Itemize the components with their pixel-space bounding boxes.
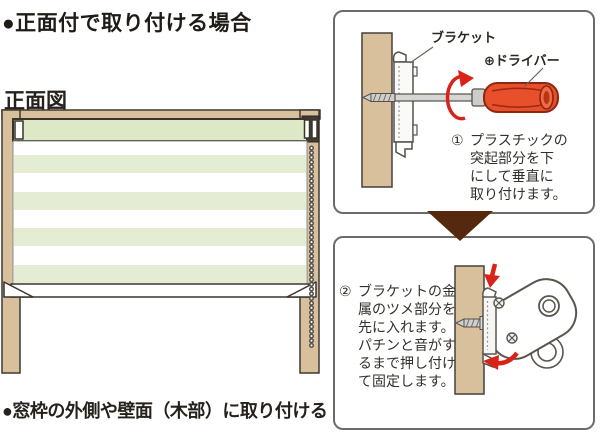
step-2-line: て固定します。	[358, 373, 455, 389]
hook-direction-arrow-icon	[484, 263, 500, 288]
bracket	[392, 51, 418, 159]
front-view-diagram	[1, 109, 321, 374]
step-2-line: 属のツメ部分を	[358, 301, 456, 317]
bottom-bar	[10, 283, 310, 298]
step-1-number: ①	[451, 132, 464, 148]
step-1-line: 取り付けます。	[470, 186, 567, 202]
headrail	[12, 118, 308, 142]
step-2-line: ブラケットの金	[358, 283, 456, 299]
bracket-label: ブラケット	[431, 30, 497, 45]
step-2-line: るまで押し付け	[358, 355, 456, 371]
step-1-diagram	[361, 32, 559, 188]
screwdriver	[471, 82, 559, 113]
bottom-bar-wedges	[3, 281, 317, 298]
screwdriver-shaft	[394, 93, 474, 102]
wall-wood	[361, 32, 393, 188]
rotation-arrow-icon	[445, 70, 474, 121]
unit-bearing-ring	[538, 295, 560, 317]
front-view-caption: 正面図	[4, 90, 67, 113]
label-leader-lines	[409, 46, 544, 88]
push-direction-arrow-icon	[483, 351, 519, 370]
screw	[361, 92, 396, 103]
bracket	[482, 287, 497, 369]
page-title: ●正面付で取り付ける場合	[2, 12, 252, 35]
next-step-arrow-icon	[427, 211, 493, 241]
step-2-number: ②	[339, 283, 352, 299]
step-1-line: プラスチックの	[470, 132, 568, 148]
fabric-stripes	[14, 155, 306, 283]
screwdriver-label: ⊕ドライバー	[484, 53, 560, 68]
mount-note: ●窓枠の外側や壁面（木部）に取り付ける	[2, 401, 328, 421]
step-2-text: ② ブラケットの金 属のツメ部分を 先に入れます。 パチンと音がす るまで押し付…	[339, 282, 456, 390]
unit-screws	[493, 297, 518, 344]
step-2-diagram	[454, 263, 578, 395]
screw	[454, 316, 484, 330]
step-2-line: 先に入れます。	[358, 319, 455, 335]
step-1-line: にして垂直に	[470, 168, 554, 184]
step-1-line: 突起部分を下	[470, 150, 554, 166]
step-2-line: パチンと音がす	[358, 337, 456, 353]
step-1-text: ① プラスチックの 突起部分を下 にして垂直に 取り付けます。	[451, 131, 568, 203]
headrail-end-brackets	[14, 119, 318, 140]
